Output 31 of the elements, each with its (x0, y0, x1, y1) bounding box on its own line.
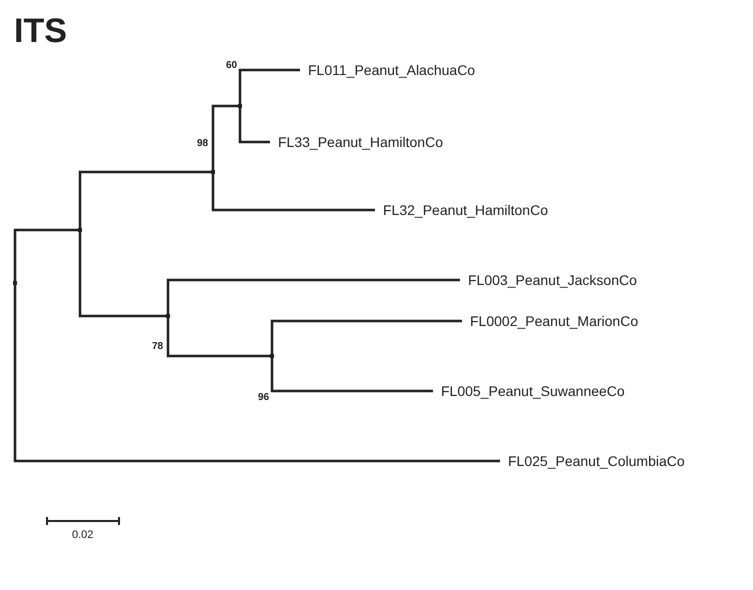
taxon-label: FL33_Peanut_HamiltonCo (278, 134, 443, 150)
tree-branch (78, 230, 168, 318)
tree-branch (166, 316, 272, 358)
tree-branch (212, 172, 375, 212)
scale-value: 0.02 (72, 529, 94, 541)
bootstrap-value: 98 (197, 138, 208, 149)
branch-node (78, 228, 82, 232)
branch-node (13, 281, 17, 285)
taxon-label: FL0002_Peanut_MarionCo (470, 313, 638, 329)
bootstrap-value: 96 (258, 392, 270, 403)
tree-branch (270, 356, 433, 392)
taxon-label: FL003_Peanut_JacksonCo (468, 272, 637, 288)
bootstrap-value: 60 (226, 60, 238, 71)
tree-branch (14, 283, 500, 462)
tree-branch (270, 320, 462, 356)
branch-node (270, 354, 274, 358)
taxon-label: FL025_Peanut_ColumbiaCo (508, 453, 685, 469)
taxon-label: FL005_Peanut_SuwanneeCo (441, 383, 625, 399)
branch-node (238, 104, 242, 108)
taxon-label: FL011_Peanut_AlachuaCo (308, 62, 476, 78)
tree-branch (212, 104, 240, 172)
tree-branch (78, 170, 213, 230)
branch-node (211, 170, 215, 174)
tree-branch (238, 68, 300, 106)
bootstrap-value: 78 (152, 341, 164, 352)
taxon-label: FL32_Peanut_HamiltonCo (383, 202, 548, 218)
branch-node (166, 314, 170, 318)
title: ITS (14, 12, 67, 50)
tree-branch (14, 228, 80, 283)
tree-branch (238, 106, 270, 144)
tree-branch (166, 278, 460, 316)
